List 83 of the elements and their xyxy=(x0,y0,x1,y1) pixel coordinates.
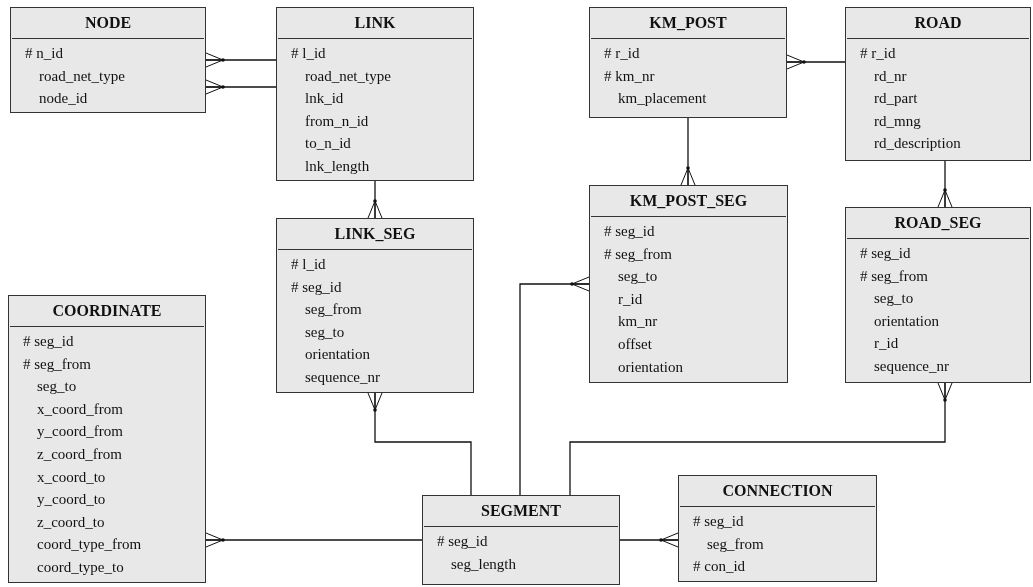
attribute: # seg_id xyxy=(23,332,74,351)
attribute: coord_type_from xyxy=(37,535,142,555)
attribute: z_coord_from xyxy=(37,444,122,464)
attribute: x_coord_from xyxy=(37,399,123,419)
attribute: to_n_id xyxy=(305,134,351,154)
attribute: # n_id xyxy=(25,44,63,63)
attribute: road_net_type xyxy=(305,66,391,86)
entity-name: SEGMENT xyxy=(481,502,561,519)
relationship-line xyxy=(680,117,696,186)
attribute: # seg_id xyxy=(604,222,655,241)
attribute: # seg_id xyxy=(860,244,911,263)
attribute: seg_to xyxy=(305,322,345,342)
entity-name: ROAD xyxy=(914,14,962,31)
attribute: # r_id xyxy=(604,44,640,63)
attribute: # km_nr xyxy=(604,66,655,86)
attribute: seg_to xyxy=(37,377,77,397)
relationship-line xyxy=(205,532,423,548)
entity-name: LINK xyxy=(354,14,396,31)
attribute: r_id xyxy=(618,289,643,309)
attribute: orientation xyxy=(874,311,939,331)
entity-table xyxy=(276,7,474,181)
attribute: y_coord_to xyxy=(37,490,106,510)
attribute: sequence_nr xyxy=(874,356,949,376)
attribute: lnk_id xyxy=(305,89,344,109)
attribute: y_coord_from xyxy=(37,422,123,442)
attribute: # seg_from xyxy=(604,244,672,264)
relationship-line xyxy=(519,276,590,496)
attribute: from_n_id xyxy=(305,111,369,131)
attribute: orientation xyxy=(618,357,683,377)
attribute: offset xyxy=(618,334,652,354)
entity-name: LINK_SEG xyxy=(334,225,416,242)
attribute: orientation xyxy=(305,345,370,365)
relationship-line xyxy=(205,52,277,68)
relationship-line xyxy=(569,382,953,496)
entity-table xyxy=(589,185,788,383)
attribute: rd_nr xyxy=(874,66,907,86)
attribute: rd_mng xyxy=(874,111,921,131)
relationship-line xyxy=(937,160,953,208)
attribute: # seg_id xyxy=(437,532,488,551)
attribute: # r_id xyxy=(860,44,896,63)
entity-name: KM_POST_SEG xyxy=(629,192,748,209)
entity-name: COORDINATE xyxy=(52,302,162,319)
entity-table xyxy=(10,7,206,113)
relationship-line xyxy=(205,79,277,95)
entity-name: ROAD_SEG xyxy=(894,214,982,231)
attribute: z_coord_to xyxy=(37,512,105,532)
attribute: seg_to xyxy=(874,289,914,309)
attribute: seg_from xyxy=(305,300,362,320)
relationship-line xyxy=(619,532,679,548)
attribute: coord_type_to xyxy=(37,557,124,577)
entity-name: NODE xyxy=(84,14,132,31)
entity-table xyxy=(8,295,206,583)
attribute: road_net_type xyxy=(39,66,125,86)
entity-table xyxy=(845,7,1031,161)
entity-table xyxy=(589,7,787,118)
entity-name: CONNECTION xyxy=(722,482,833,499)
attribute: km_placement xyxy=(618,89,707,109)
attribute: lnk_length xyxy=(305,156,370,176)
attribute: seg_length xyxy=(451,554,516,574)
relationship-line xyxy=(367,180,383,219)
attribute: # l_id xyxy=(291,44,326,63)
relationship-line xyxy=(786,54,846,70)
attribute: seg_to xyxy=(618,267,658,287)
attribute: # l_id xyxy=(291,255,326,274)
attribute: # con_id xyxy=(693,557,746,577)
attribute: # seg_id xyxy=(291,277,342,297)
attribute: r_id xyxy=(874,334,899,354)
attribute: sequence_nr xyxy=(305,367,380,387)
attribute: # seg_from xyxy=(23,354,91,374)
attribute: km_nr xyxy=(618,312,658,332)
entity-table xyxy=(678,475,877,582)
relationship-line xyxy=(367,392,472,496)
entity-table xyxy=(845,207,1031,383)
attribute: rd_description xyxy=(874,134,961,154)
attribute: # seg_from xyxy=(860,266,928,286)
attribute: rd_part xyxy=(874,89,918,109)
attribute: # seg_id xyxy=(693,512,744,531)
entity-table xyxy=(276,218,474,393)
attribute: x_coord_to xyxy=(37,467,106,487)
attribute: seg_from xyxy=(707,534,764,554)
entity-table xyxy=(422,495,620,585)
attribute: node_id xyxy=(39,89,88,109)
entity-name: KM_POST xyxy=(649,14,727,31)
